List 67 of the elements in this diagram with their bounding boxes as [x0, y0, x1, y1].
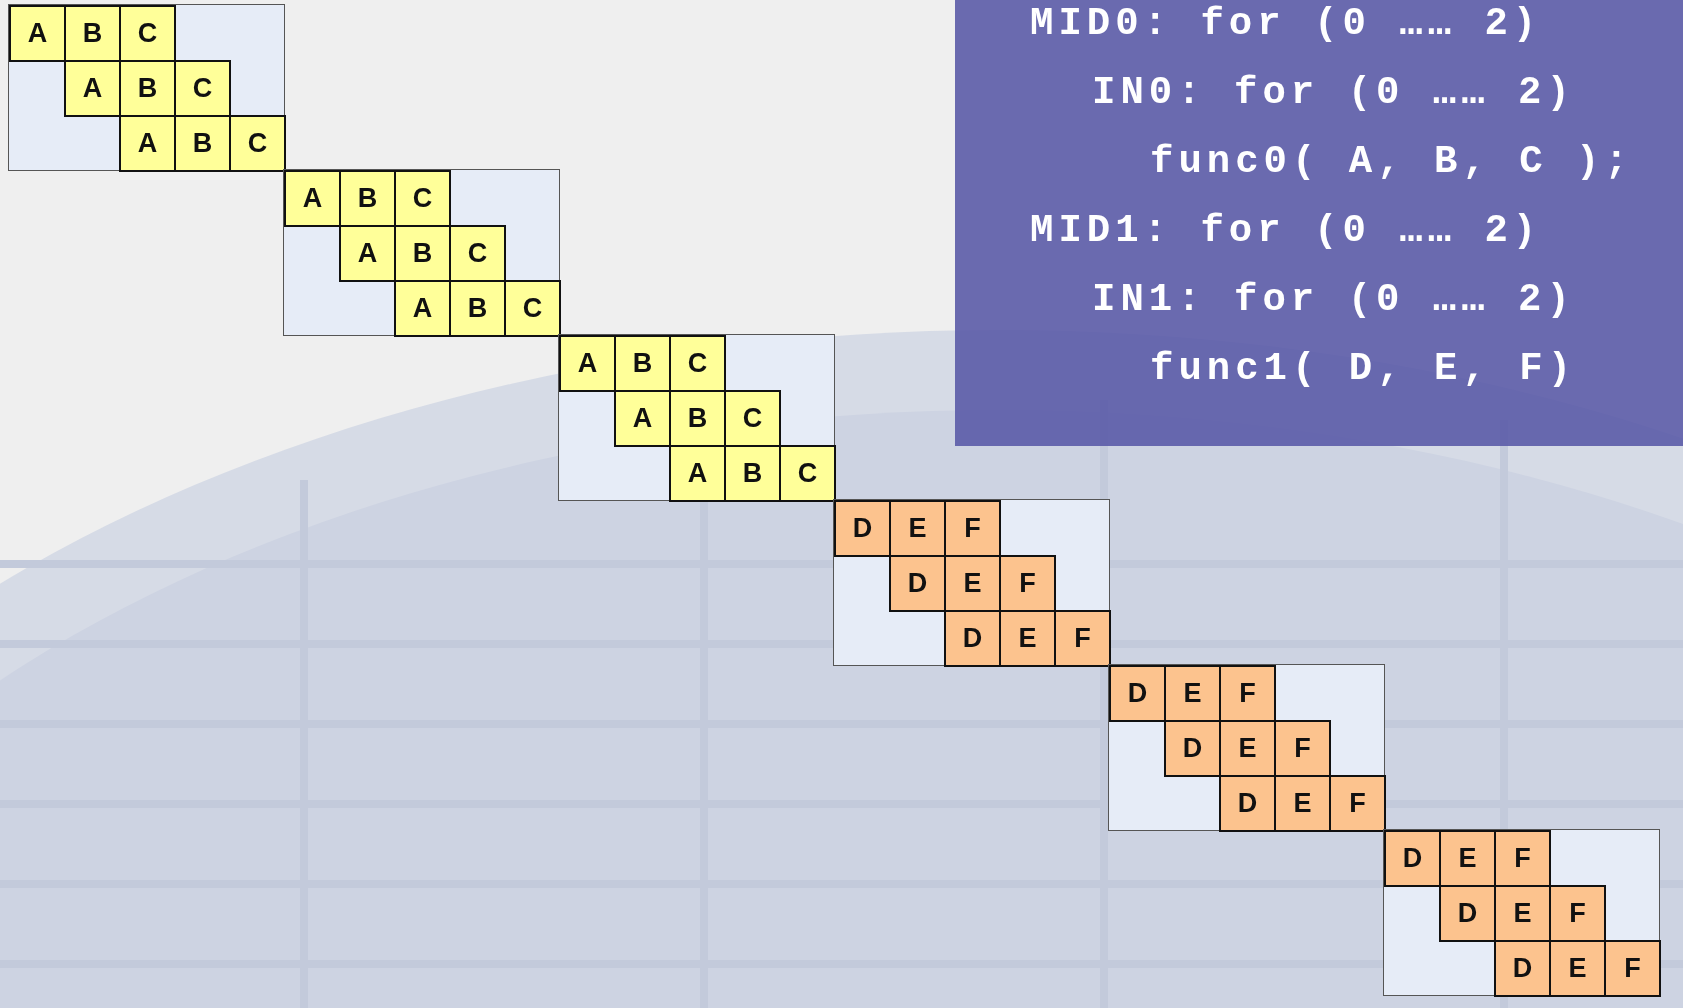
schedule-cell: F: [1329, 775, 1386, 832]
schedule-cell: B: [119, 60, 176, 117]
schedule-cell: F: [999, 555, 1056, 612]
schedule-cell: F: [1274, 720, 1331, 777]
schedule-cell: B: [174, 115, 231, 172]
schedule-cell: E: [1549, 940, 1606, 997]
schedule-cell: D: [834, 500, 891, 557]
schedule-cell: D: [944, 610, 1001, 667]
schedule-cell: E: [999, 610, 1056, 667]
schedule-cell: B: [64, 5, 121, 62]
schedule-cell: C: [394, 170, 451, 227]
code-line: IN0: for (0 …… 2): [1092, 71, 1575, 115]
schedule-cell: B: [669, 390, 726, 447]
iteration-block: [558, 334, 835, 501]
schedule-cell: F: [944, 500, 1001, 557]
schedule-cell: C: [669, 335, 726, 392]
schedule-cell: A: [9, 5, 66, 62]
schedule-cell: D: [889, 555, 946, 612]
code-line: MID0: for (0 …… 2): [1030, 2, 1542, 46]
schedule-cell: C: [229, 115, 286, 172]
code-line: func0( A, B, C );: [1150, 140, 1633, 184]
schedule-cell: D: [1109, 665, 1166, 722]
schedule-cell: D: [1384, 830, 1441, 887]
iteration-block: [1108, 664, 1385, 831]
schedule-cell: C: [174, 60, 231, 117]
schedule-cell: B: [339, 170, 396, 227]
schedule-cell: F: [1219, 665, 1276, 722]
schedule-cell: C: [504, 280, 561, 337]
schedule-cell: F: [1494, 830, 1551, 887]
schedule-cell: B: [394, 225, 451, 282]
schedule-cell: E: [1219, 720, 1276, 777]
schedule-cell: A: [559, 335, 616, 392]
code-line: func1( D, E, F): [1150, 347, 1577, 391]
schedule-cell: A: [669, 445, 726, 502]
code-line: IN1: for (0 …… 2): [1092, 278, 1575, 322]
schedule-cell: A: [394, 280, 451, 337]
iteration-block: [1383, 829, 1660, 996]
schedule-cell: B: [449, 280, 506, 337]
schedule-cell: F: [1054, 610, 1111, 667]
code-line: MID1: for (0 …… 2): [1030, 209, 1542, 253]
schedule-cell: B: [614, 335, 671, 392]
schedule-cell: E: [1274, 775, 1331, 832]
schedule-cell: F: [1604, 940, 1661, 997]
schedule-cell: C: [449, 225, 506, 282]
schedule-cell: E: [944, 555, 1001, 612]
schedule-cell: A: [119, 115, 176, 172]
schedule-cell: A: [284, 170, 341, 227]
iteration-block: [8, 4, 285, 171]
iteration-block: [283, 169, 560, 336]
schedule-cell: C: [724, 390, 781, 447]
schedule-cell: F: [1549, 885, 1606, 942]
schedule-cell: D: [1219, 775, 1276, 832]
schedule-cell: A: [339, 225, 396, 282]
schedule-cell: C: [119, 5, 176, 62]
schedule-cell: D: [1494, 940, 1551, 997]
schedule-cell: E: [1494, 885, 1551, 942]
schedule-cell: E: [1439, 830, 1496, 887]
schedule-cell: E: [889, 500, 946, 557]
schedule-cell: C: [779, 445, 836, 502]
schedule-cell: E: [1164, 665, 1221, 722]
schedule-cell: B: [724, 445, 781, 502]
schedule-cell: D: [1164, 720, 1221, 777]
schedule-cell: A: [64, 60, 121, 117]
iteration-block: [833, 499, 1110, 666]
schedule-cell: A: [614, 390, 671, 447]
code-panel: [955, 0, 1683, 446]
schedule-cell: D: [1439, 885, 1496, 942]
